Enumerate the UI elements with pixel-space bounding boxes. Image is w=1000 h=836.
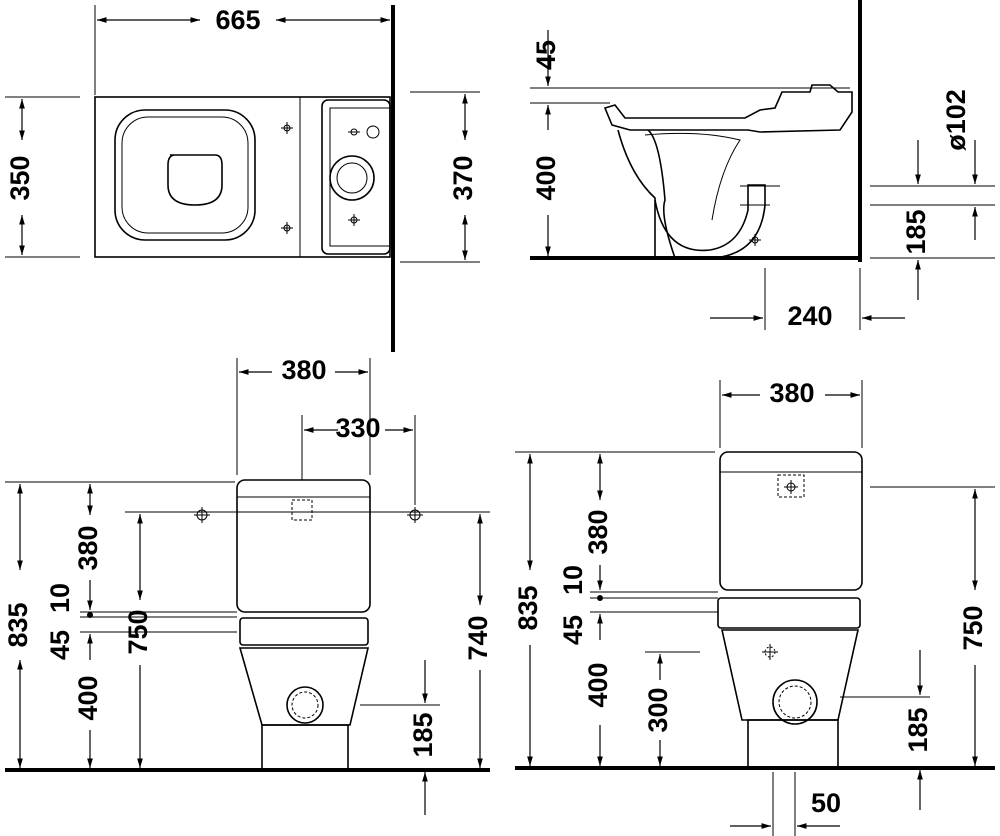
front-view-left: 380 330 835 380 10 45 400 750 740 185: [3, 355, 493, 815]
dim-bowl-height-400: 400: [583, 662, 613, 707]
dim-fixing-height-750: 750: [958, 605, 988, 650]
dim-tank-height-380: 380: [583, 509, 613, 554]
outlet-circle: [772, 679, 818, 725]
fixing-marks: [281, 122, 360, 234]
bowl-outline: [238, 647, 370, 726]
dim-inlet-height-300: 300: [643, 687, 673, 732]
dim-fixing-height-750: 750: [123, 609, 153, 654]
dim-gap-10: 10: [558, 565, 588, 595]
fixing-mark: [784, 480, 798, 494]
dim-outlet-diameter: ø102: [941, 89, 971, 151]
seat-ring: [717, 597, 861, 629]
dim-total-height-835: 835: [3, 602, 33, 647]
flush-mechanism: [291, 499, 313, 521]
tank-lid-outline: [329, 107, 391, 247]
dim-tank-height-380: 380: [73, 525, 103, 570]
tank-outline: [236, 479, 371, 613]
bowl-trap: [654, 184, 766, 259]
dim-ring-45: 45: [558, 615, 588, 645]
dim-bowl-height-400: 400: [73, 675, 103, 720]
bowl-opening: [167, 154, 223, 206]
dim-tank-width-380: 380: [281, 355, 326, 385]
siphon: [644, 132, 741, 221]
flush-button: [329, 155, 375, 201]
dim-outlet-height-185: 185: [901, 209, 931, 254]
flush-button-inner: [336, 162, 368, 194]
side-view: 45 400 185 ø102 240: [530, 0, 995, 331]
dim-outlet-distance-240: 240: [787, 301, 832, 331]
fixing-mark: [749, 234, 761, 246]
dim-seat-gap-45: 45: [531, 40, 561, 70]
tank-outline: [321, 99, 391, 255]
dim-ring-45: 45: [45, 630, 75, 660]
front-view-right: 380 835 380 10 45 400 300 750 185 50: [513, 378, 995, 836]
dim-gap-10: 10: [45, 583, 75, 613]
seat-outline: [114, 109, 256, 241]
plan-outline: [94, 96, 391, 258]
seat-profile: [603, 84, 853, 133]
plan-view: 665 350 370: [5, 5, 480, 352]
outlet-inner-circle: [291, 691, 319, 719]
seat-inner-outline: [121, 116, 249, 234]
dim-tank-width-380: 380: [769, 378, 814, 408]
flush-mechanism: [777, 474, 805, 498]
dim-fixing-spacing-330: 330: [335, 413, 380, 443]
tank-outline: [719, 451, 863, 591]
tank-hole: [366, 125, 380, 139]
dim-fixing-height-740: 740: [463, 615, 493, 660]
outlet-circle: [286, 686, 324, 724]
inlet-mark: [762, 644, 778, 660]
dim-depth-350: 350: [5, 155, 35, 200]
seat-ring: [239, 617, 369, 646]
dim-total-height-835: 835: [513, 585, 543, 630]
dimension-dot: [87, 612, 93, 618]
dim-width-665: 665: [215, 5, 260, 35]
dim-outlet-height-185: 185: [903, 707, 933, 752]
dim-depth-370: 370: [448, 155, 478, 200]
dim-outlet-offset-50: 50: [811, 788, 841, 818]
pedestal: [261, 724, 349, 771]
bowl-outline: [721, 629, 859, 721]
fixing-marks: [194, 507, 423, 523]
pedestal: [747, 719, 839, 769]
bowl-front: [617, 129, 677, 259]
dim-outlet-height-185: 185: [408, 712, 438, 757]
outlet-inner-circle: [778, 685, 812, 719]
dimension-dot: [597, 595, 603, 601]
dim-seat-height-400: 400: [531, 155, 561, 200]
